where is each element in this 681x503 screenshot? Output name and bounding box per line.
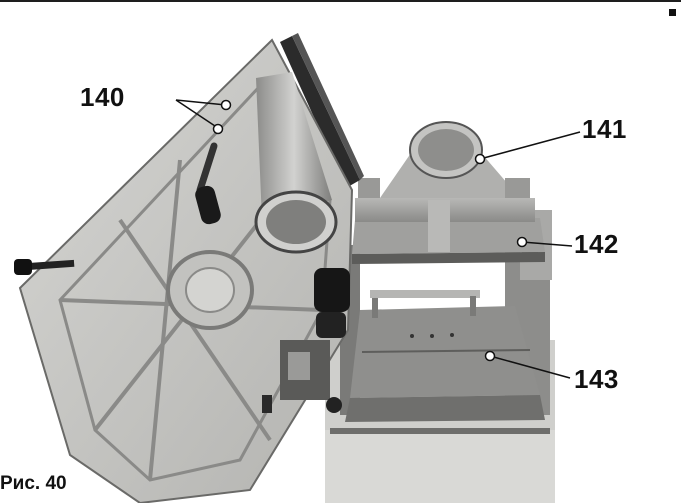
figure-caption: Рис. 40 xyxy=(0,473,67,494)
guard-strip xyxy=(280,33,364,188)
motor-assembly xyxy=(262,268,350,413)
callout-label-140: 140 xyxy=(80,82,125,112)
dust-chute xyxy=(254,72,338,254)
lock-handle xyxy=(14,259,75,275)
corner-marker xyxy=(669,9,676,16)
top-border-line xyxy=(0,0,681,2)
thickness-table xyxy=(345,290,545,422)
leader-lines xyxy=(175,99,581,379)
callout-label-141: 141 xyxy=(582,114,627,144)
callout-label-142: 142 xyxy=(574,229,619,259)
dust-hood xyxy=(358,121,530,252)
callout-label-143: 143 xyxy=(574,364,619,394)
callout-markers xyxy=(212,99,528,362)
table-lever xyxy=(195,142,221,225)
